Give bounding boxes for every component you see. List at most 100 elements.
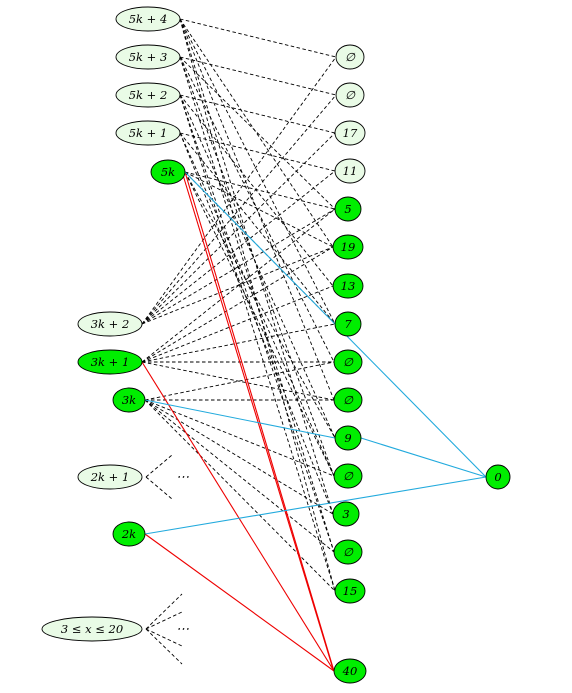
node-M11: 11 xyxy=(334,158,366,184)
ellipsis-range: ⋯ xyxy=(176,622,189,637)
edge-stubs xyxy=(145,454,183,665)
node-shape-M9 xyxy=(334,425,362,451)
node-shape-L5k1 xyxy=(115,120,181,146)
dashed-edge-L5k3-M5 xyxy=(179,56,336,210)
node-label-M11: 11 xyxy=(343,164,358,178)
node-L3k2: 3k + 2 xyxy=(77,311,143,337)
node-M13: 13 xyxy=(332,273,364,299)
dashed-edge-L5k1-M3 xyxy=(179,132,334,515)
node-label-M5: 5 xyxy=(344,202,351,216)
node-label-M13: 13 xyxy=(341,279,356,293)
node-shape-L2k1 xyxy=(77,464,143,490)
dashed-edge-L3k1-M5 xyxy=(141,208,336,363)
node-shape-L3k1 xyxy=(77,349,143,375)
node-label-L5k: 5k xyxy=(161,165,175,179)
node-label-R0: 0 xyxy=(494,470,501,484)
node-L5k1: 5k + 1 xyxy=(115,120,181,146)
node-label-Mempty4: ∅ xyxy=(343,393,354,407)
node-shape-L2k xyxy=(112,521,146,547)
stub-range-c xyxy=(145,628,183,647)
node-label-L3k: 3k xyxy=(122,393,136,407)
node-shape-Mempty4 xyxy=(333,387,363,413)
node-label-M7: 7 xyxy=(344,317,352,331)
stub-range-a xyxy=(145,593,183,630)
node-shape-Mempty3 xyxy=(333,349,363,375)
node-label-M40: 40 xyxy=(342,664,358,678)
node-Lrange: 3 ≤ x ≤ 20 xyxy=(41,616,143,642)
stub-2k1-a xyxy=(145,454,173,478)
dashed-edge-L3k-M3 xyxy=(144,399,334,515)
node-L2k: 2k xyxy=(112,521,146,547)
dashed-edge-L3k-Mempty6 xyxy=(144,399,335,553)
node-L3k1: 3k + 1 xyxy=(77,349,143,375)
dashed-edge-L3k1-M7 xyxy=(141,323,336,363)
node-M40: 40 xyxy=(333,658,367,684)
node-L3k: 3k xyxy=(112,387,146,413)
dashed-edge-L5k4-M7 xyxy=(179,18,336,325)
node-label-L3k1: 3k + 1 xyxy=(91,355,130,369)
red-edge-L5k-M40-double xyxy=(182,174,334,670)
node-L5k3: 5k + 3 xyxy=(115,44,181,70)
node-label-M3: 3 xyxy=(342,507,349,521)
blue-edge-M9-R0 xyxy=(360,437,487,478)
node-shape-M11 xyxy=(334,158,366,184)
node-label-L2k: 2k xyxy=(121,527,136,541)
ellipsis-2k1: ⋯ xyxy=(176,470,189,485)
dashed-edge-L3k2-Mempty1 xyxy=(141,56,337,325)
dashed-edge-L3k-M15 xyxy=(144,399,336,592)
dashed-edge-L5k2-M15 xyxy=(179,94,336,592)
node-shape-Mempty2 xyxy=(335,82,365,108)
node-shape-L5k3 xyxy=(115,44,181,70)
node-label-L2k1: 2k + 1 xyxy=(90,470,130,484)
node-shape-L5k2 xyxy=(115,82,181,108)
red-edge-L3k1-M40 xyxy=(141,361,335,672)
node-label-M17: 17 xyxy=(343,126,358,140)
dashed-edge-L5k1-Mempty5 xyxy=(179,132,335,477)
dashed-edge-L5k2-M17 xyxy=(179,94,336,134)
node-label-L3k2: 3k + 2 xyxy=(91,317,130,331)
red-edge-L2k-M40 xyxy=(144,533,335,672)
colored-edges xyxy=(141,171,487,672)
node-Mempty6: ∅ xyxy=(333,539,363,565)
node-label-L5k4: 5k + 4 xyxy=(129,12,168,26)
node-shape-M13 xyxy=(332,273,364,299)
node-shape-L5k4 xyxy=(115,6,181,32)
dashed-edge-L3k1-M13 xyxy=(141,285,334,363)
dashed-edge-L5k-M19 xyxy=(184,171,334,248)
node-M7: 7 xyxy=(334,311,362,337)
node-shape-M7 xyxy=(334,311,362,337)
dashed-edge-L5k-Mempty5 xyxy=(184,171,335,477)
dashed-edge-L5k-M9 xyxy=(184,171,336,439)
node-shape-L3k xyxy=(112,387,146,413)
node-shape-Mempty6 xyxy=(333,539,363,565)
node-label-Lrange: 3 ≤ x ≤ 20 xyxy=(61,622,123,636)
node-R0: 0 xyxy=(485,464,511,490)
dashed-edge-L5k2-M13 xyxy=(179,94,334,287)
node-M3: 3 xyxy=(332,501,360,527)
dashed-edge-L3k2-M11 xyxy=(141,170,336,325)
node-Mempty3: ∅ xyxy=(333,349,363,375)
dashed-edge-L5k4-Mempty1 xyxy=(179,18,337,58)
dashed-edge-L3k-Mempty3 xyxy=(144,361,335,401)
node-L2k1: 2k + 1 xyxy=(77,464,143,490)
dashed-edge-L5k2-Mempty6 xyxy=(179,94,335,553)
dashed-edge-L5k3-Mempty2 xyxy=(179,56,337,96)
dashed-edge-L3k2-M17 xyxy=(141,132,336,325)
node-Mempty2: ∅ xyxy=(335,82,365,108)
dashed-edge-L3k-Mempty5 xyxy=(144,399,335,477)
node-M15: 15 xyxy=(334,578,366,604)
node-L5k2: 5k + 2 xyxy=(115,82,181,108)
dashed-edge-L5k1-M11 xyxy=(179,132,336,172)
node-shape-Mempty1 xyxy=(335,44,365,70)
node-shape-L3k2 xyxy=(77,311,143,337)
nodes: 5k + 4 5k + 3 5k + 2 5k + 1 5k 3k + 2 3k + 1 3k… xyxy=(41,6,511,684)
node-shape-R0 xyxy=(485,464,511,490)
dashed-edge-L5k1-M7 xyxy=(179,132,336,325)
node-Mempty4: ∅ xyxy=(333,387,363,413)
node-shape-Lrange xyxy=(41,616,143,642)
node-label-Mempty5: ∅ xyxy=(343,469,354,483)
node-shape-M5 xyxy=(334,196,362,222)
node-L5k4: 5k + 4 xyxy=(115,6,181,32)
stub-range-b xyxy=(145,611,183,630)
